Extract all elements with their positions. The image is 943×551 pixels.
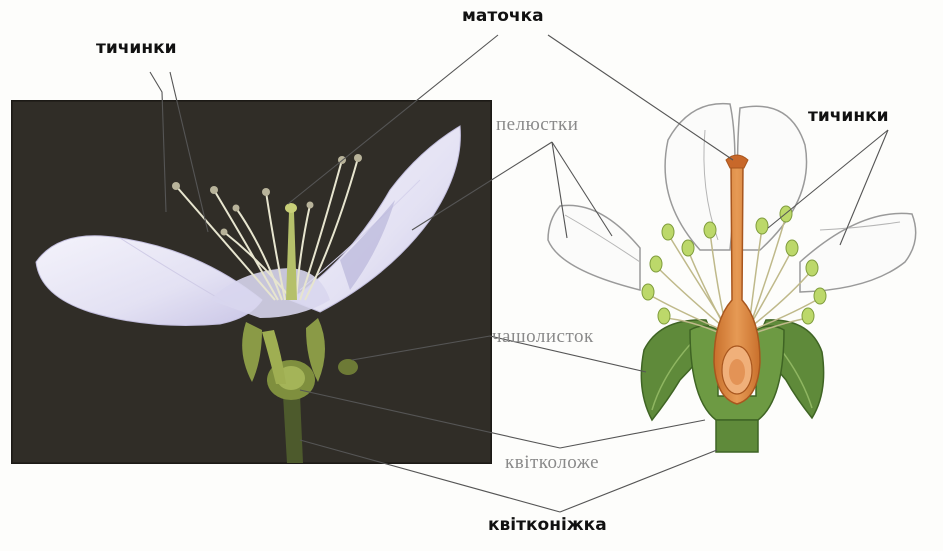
drawing-pedicel: [716, 420, 758, 452]
label-stamens-right: тичинки: [808, 106, 889, 126]
drawing-petal-left: [548, 205, 640, 290]
label-receptacle: квітколоже: [505, 452, 599, 474]
drawing-petal-right: [800, 213, 916, 292]
label-petals: пелюстки: [496, 114, 578, 136]
label-pedicel: квітконіжка: [488, 515, 607, 535]
label-stamens-left: тичинки: [96, 38, 177, 58]
flower-photo: [12, 101, 491, 463]
label-pistil: маточка: [462, 6, 544, 26]
flower-drawing: [548, 104, 916, 452]
label-sepal: чашолисток: [492, 326, 594, 348]
drawing-petal-back-left: [665, 104, 735, 250]
drawing-petal-back-right: [738, 106, 807, 250]
